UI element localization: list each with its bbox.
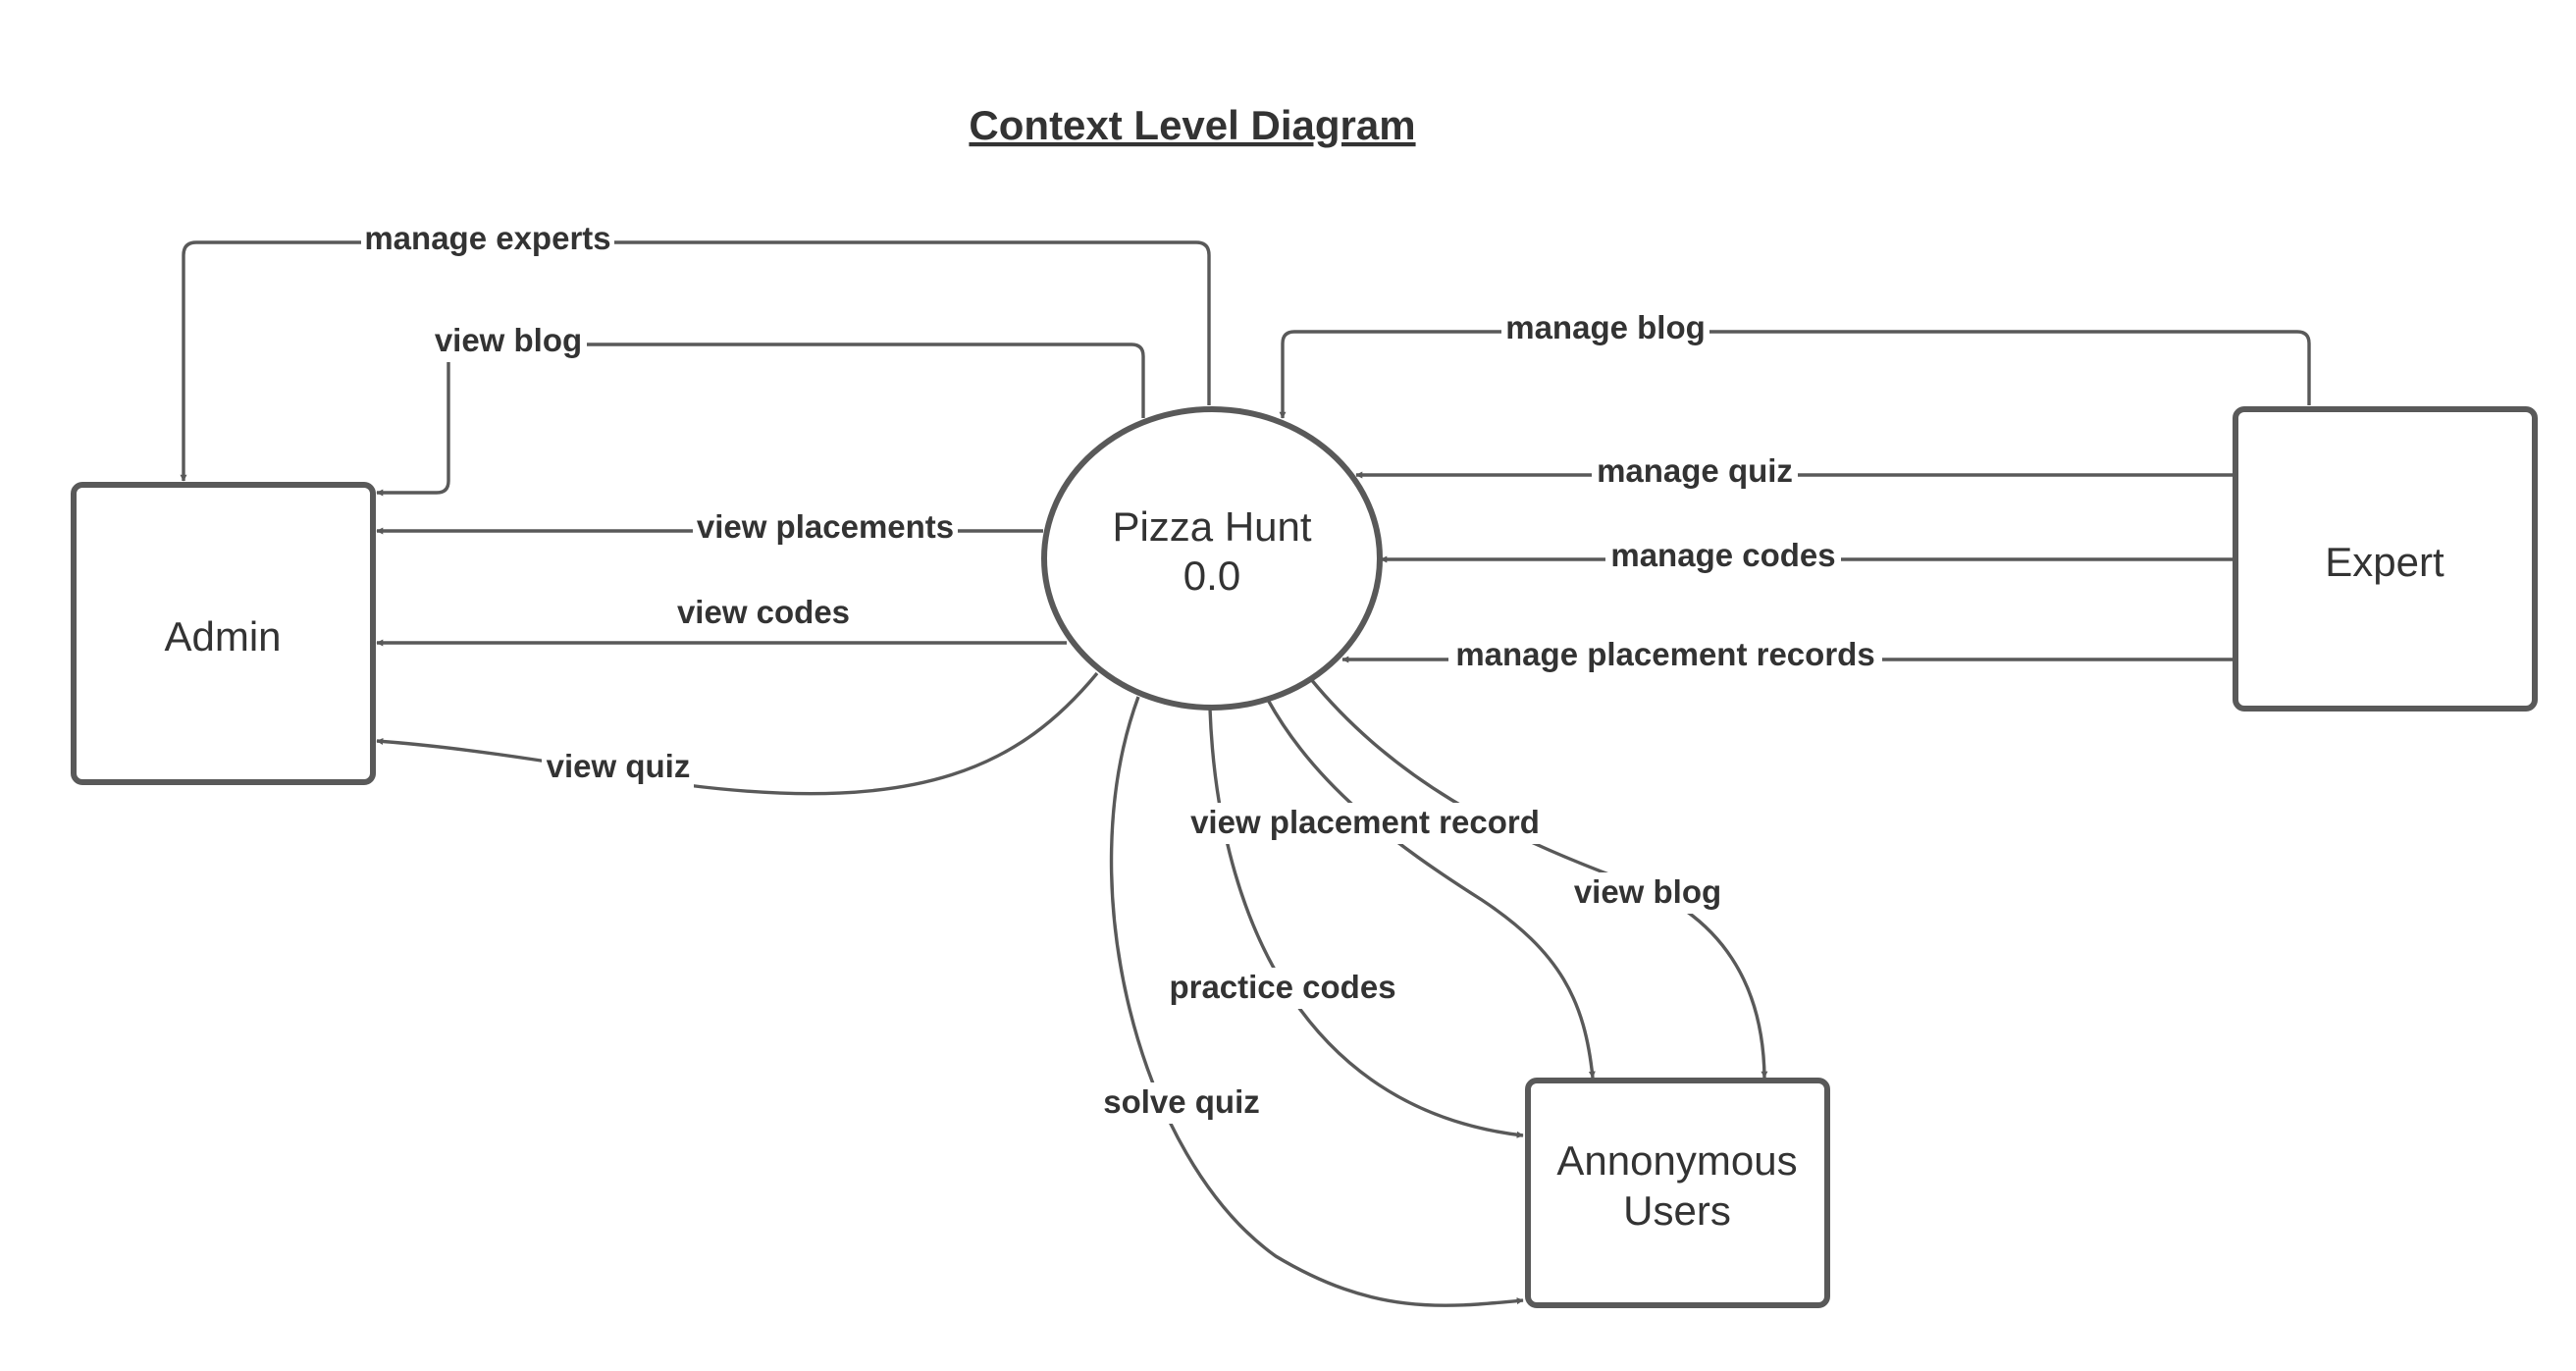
flow-view-placement-record-line bbox=[1266, 699, 1596, 1079]
process-name: Pizza Hunt bbox=[1112, 503, 1311, 550]
flow-manage-experts-label: manage experts bbox=[364, 220, 610, 256]
diagram-title: Context Level Diagram bbox=[969, 102, 1415, 148]
flow-view-blog-users-label: view blog bbox=[1574, 873, 1721, 910]
expert-label: Expert bbox=[2325, 539, 2445, 585]
flow-solve-quiz-line bbox=[1109, 696, 1524, 1307]
process-pizza-hunt[interactable]: Pizza Hunt 0.0 bbox=[1041, 406, 1383, 711]
flow-lines bbox=[180, 240, 2311, 1307]
anonymous-users-label-line2: Users bbox=[1623, 1187, 1731, 1234]
flow-practice-codes-line bbox=[1208, 708, 1524, 1138]
admin-entity[interactable]: Admin bbox=[71, 482, 376, 785]
flow-solve-quiz-label: solve quiz bbox=[1103, 1083, 1260, 1120]
flow-view-quiz-line bbox=[376, 671, 1099, 796]
expert-entity[interactable]: Expert bbox=[2233, 406, 2538, 712]
flow-view-codes-label: view codes bbox=[677, 594, 850, 630]
anonymous-users-label-line1: Annonymous bbox=[1556, 1137, 1797, 1184]
flow-manage-codes-label: manage codes bbox=[1610, 537, 1835, 573]
flow-manage-blog-label: manage blog bbox=[1505, 309, 1706, 345]
admin-label: Admin bbox=[164, 613, 281, 659]
flow-manage-placement-records-label: manage placement records bbox=[1455, 636, 1874, 672]
flow-view-blog-admin-label: view blog bbox=[435, 322, 582, 358]
flow-labels: manage experts view blog view placements… bbox=[361, 218, 1882, 1124]
flow-view-blog-admin-line bbox=[376, 343, 1145, 497]
process-number: 0.0 bbox=[1183, 553, 1240, 599]
anonymous-users-entity[interactable]: Annonymous Users bbox=[1525, 1078, 1830, 1308]
flow-manage-quiz-label: manage quiz bbox=[1597, 452, 1793, 489]
flow-manage-experts-line bbox=[180, 240, 1211, 482]
flow-view-placements-label: view placements bbox=[697, 508, 954, 545]
flow-view-quiz-label: view quiz bbox=[547, 748, 691, 784]
flow-manage-blog-line bbox=[1279, 330, 2311, 419]
flow-view-placement-record-label: view placement record bbox=[1190, 804, 1540, 840]
flow-practice-codes-label: practice codes bbox=[1169, 969, 1395, 1005]
